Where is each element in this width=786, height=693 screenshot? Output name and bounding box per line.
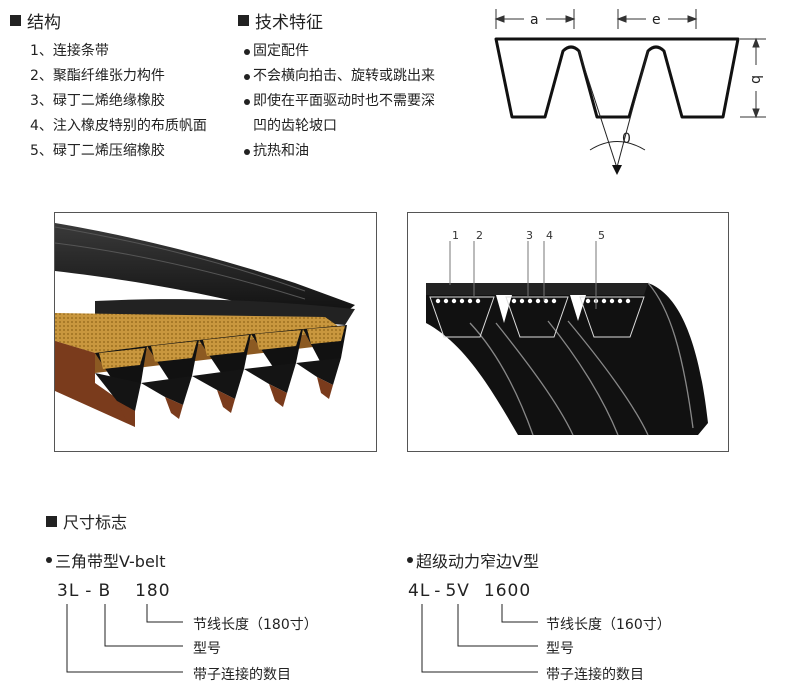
- feature-text: 凹的齿轮坡口: [253, 118, 337, 134]
- square-bullet-icon: [238, 15, 249, 26]
- structure-item: 5、碌丁二烯压缩橡胶: [30, 143, 165, 159]
- bullet-dot-icon: [244, 73, 250, 80]
- narrow-vbelt-label-type: 型号: [546, 641, 574, 657]
- callout-label: 2: [476, 229, 483, 242]
- features-title: 技术特征: [255, 13, 323, 33]
- structure-item: 3、碌丁二烯绝缘橡胶: [30, 93, 165, 109]
- cross-section-illustration: 1 2 3 4 5: [426, 229, 708, 436]
- vbelt-heading: 三角带型V-belt: [46, 548, 166, 572]
- narrow-vbelt-heading: 超级动力窄边V型: [407, 548, 539, 572]
- belt-cross-section-photo: 1 2 3 4 5: [407, 212, 729, 452]
- feature-text: 固定配件: [253, 43, 309, 59]
- vbelt-code: 3L-B 180: [57, 581, 171, 601]
- feature-item: 抗热和油: [244, 139, 435, 164]
- callout-label: 4: [546, 229, 553, 242]
- belt-profile-diagram: 0 a e b: [494, 9, 766, 175]
- structure-heading: 结构: [10, 8, 61, 33]
- code-count: 4L: [408, 581, 431, 601]
- features-list: 固定配件 不会横向拍击、旋转或跳出来 即使在平面驱动时也不需要深 凹的齿轮坡口 …: [244, 39, 435, 164]
- features-heading: 技术特征: [238, 8, 323, 33]
- dimensions-heading: 尺寸标志: [46, 509, 127, 533]
- bullet-dot-icon: [407, 557, 413, 563]
- structure-list: 1、连接条带 2、聚酯纤维张力构件 3、碌丁二烯绝缘橡胶 4、注入橡皮特别的布质…: [30, 39, 207, 164]
- bullet-dot-icon: [46, 557, 52, 563]
- feature-item: 固定配件: [244, 39, 435, 64]
- structure-item: 4、注入橡皮特别的布质帆面: [30, 118, 207, 134]
- feature-text: 不会横向拍击、旋转或跳出来: [253, 68, 435, 84]
- narrow-vbelt-code: 4L-5V 1600: [408, 581, 531, 601]
- square-bullet-icon: [46, 515, 57, 527]
- bullet-dot-icon: [244, 98, 250, 105]
- narrow-vbelt-heading-text: 超级动力窄边V型: [416, 552, 539, 571]
- square-bullet-icon: [10, 15, 21, 26]
- narrow-vbelt-leader-lines: [421, 604, 538, 673]
- callout-label: 3: [526, 229, 533, 242]
- feature-text: 即使在平面驱动时也不需要深: [253, 93, 435, 109]
- code-type: B: [98, 581, 112, 601]
- feature-item: 不会横向拍击、旋转或跳出来: [244, 64, 435, 89]
- dim-a-label: a: [530, 12, 539, 28]
- narrow-vbelt-label-count: 带子连接的数目: [546, 667, 644, 683]
- vbelt-label-length: 节线长度（180寸）: [193, 617, 318, 633]
- feature-item: 凹的齿轮坡口: [244, 114, 435, 139]
- code-count: 3L: [57, 581, 80, 601]
- vbelt-label-count: 带子连接的数目: [193, 667, 291, 683]
- bullet-dot-icon: [244, 148, 250, 155]
- feature-text: 抗热和油: [253, 143, 309, 159]
- vbelt-heading-text: 三角带型V-belt: [55, 552, 166, 571]
- structure-title: 结构: [27, 13, 61, 33]
- narrow-vbelt-label-length: 节线长度（160寸）: [546, 617, 671, 633]
- structure-item: 1、连接条带: [30, 43, 109, 59]
- code-dash: -: [434, 581, 442, 601]
- vbelt-label-type: 型号: [193, 641, 221, 657]
- dimensions-title: 尺寸标志: [63, 513, 128, 532]
- angle-label: 0: [622, 131, 631, 147]
- code-dash: -: [85, 581, 93, 601]
- code-length: 1600: [483, 581, 532, 601]
- dim-e-label: e: [652, 12, 661, 28]
- dim-b-label: b: [748, 75, 764, 84]
- bullet-dot-icon: [244, 48, 250, 55]
- callout-label: 5: [598, 229, 605, 242]
- structure-item: 2、聚酯纤维张力构件: [30, 68, 165, 84]
- feature-item: 即使在平面驱动时也不需要深: [244, 89, 435, 114]
- banded-belt-illustration: [55, 223, 355, 427]
- belt-photo: [54, 212, 377, 452]
- callout-label: 1: [452, 229, 459, 242]
- code-length: 180: [135, 581, 171, 601]
- vbelt-leader-lines: [66, 604, 183, 673]
- code-type: 5V: [445, 581, 470, 601]
